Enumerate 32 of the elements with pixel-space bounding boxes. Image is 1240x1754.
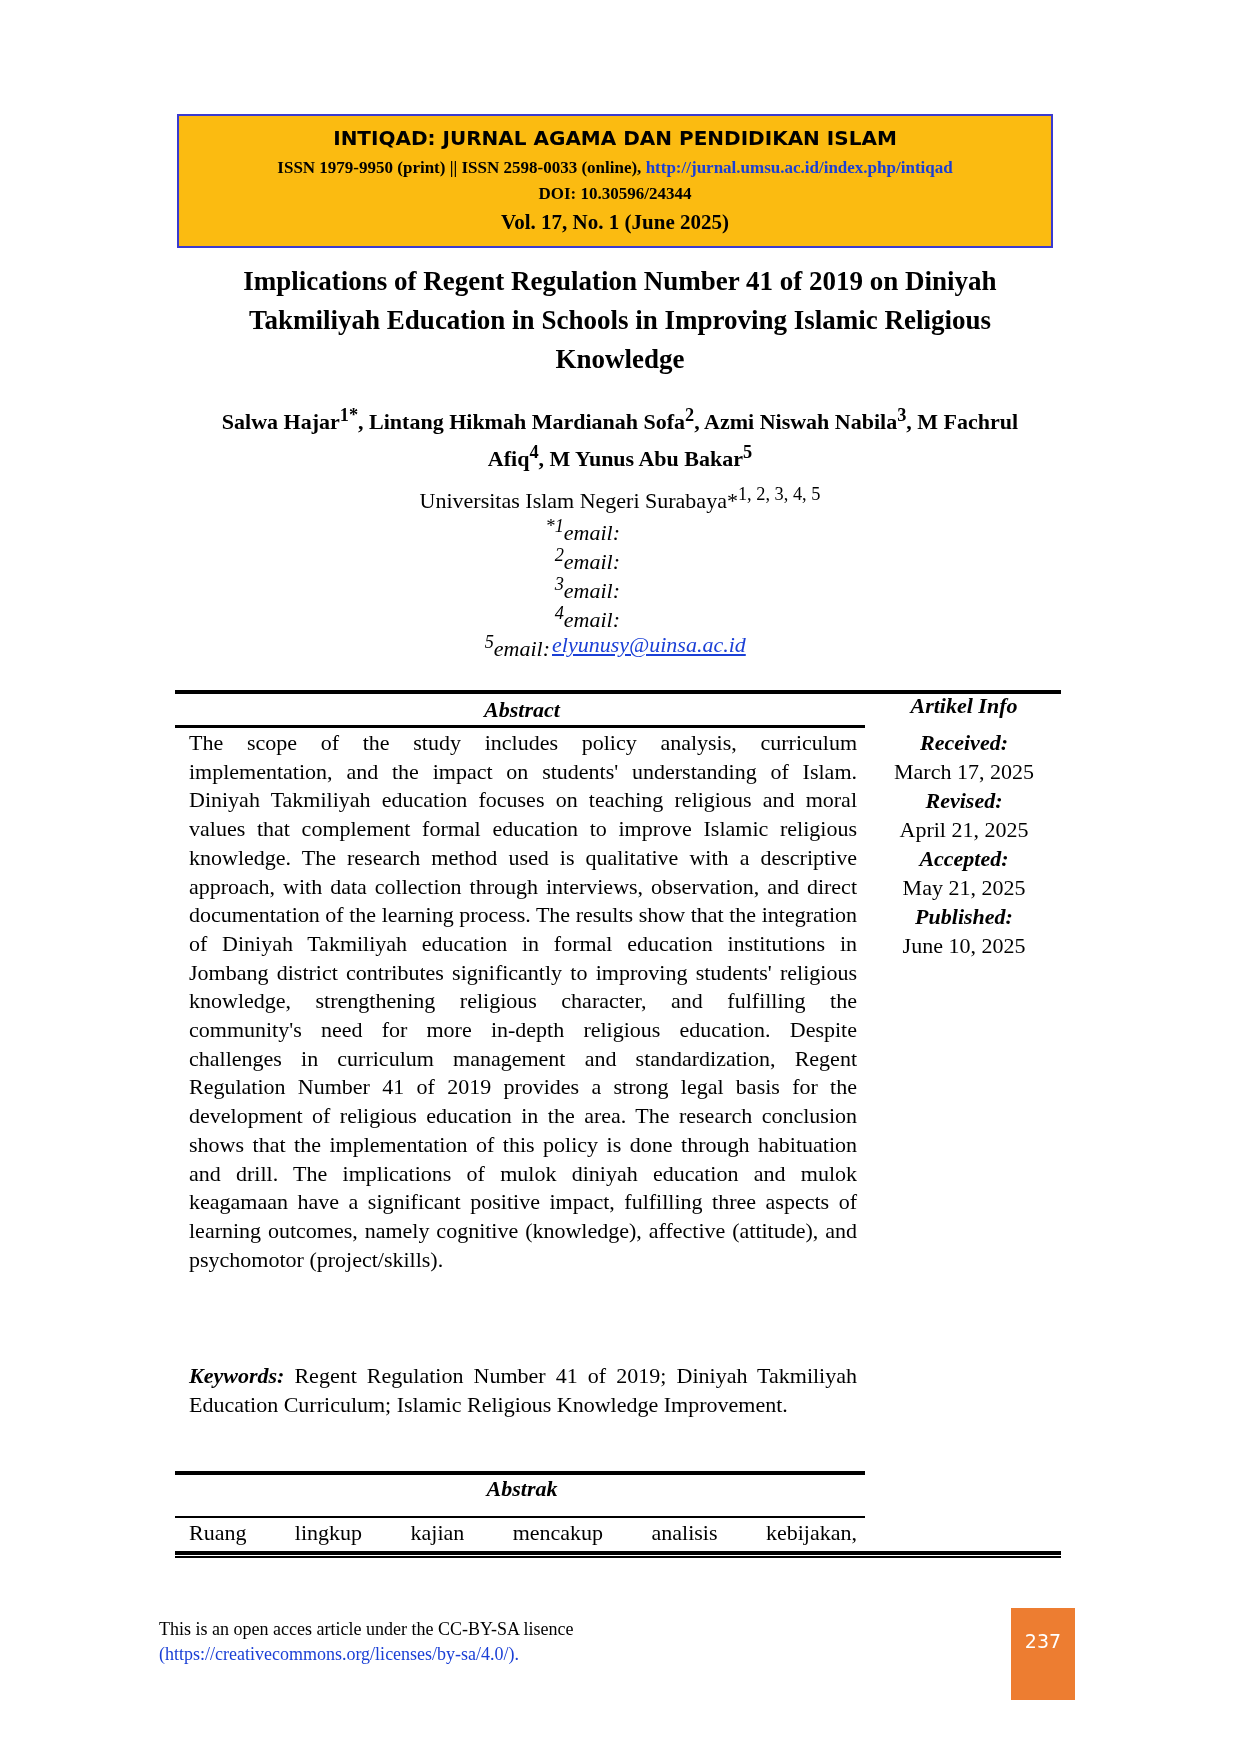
email-label: $^{5}$email: — [483, 632, 550, 663]
journal-header-box — [177, 114, 1053, 248]
article-title: Implications of Regent Regulation Number 41 of 2019 on Diniyah Takmiliyah Education in Schools in Improving Islamic Religious Knowledge — [242, 265, 998, 376]
issn-text: ISSN 1979-9950 (print) || ISSN 2598-0033 (online), — [277, 158, 643, 177]
journal-name: INTIQAD: JURNAL AGAMA DAN PENDIDIKAN ISLAM — [332, 126, 898, 150]
abstrak-text: Ruang lingkup kajian mencakup analisis kebijakan, — [189, 1520, 857, 1546]
doi-text: DOI: 10.30596/24344 — [537, 184, 693, 204]
email-label: $^{3}$email: — [553, 574, 620, 605]
section-heading: Artikel Info — [908, 693, 1019, 719]
email-label: $^{*1}$email: — [544, 516, 620, 547]
license-link: (https://creativecommons.org/licenses/by-sa/4.0/). — [159, 1644, 520, 1665]
section-heading: Abstract — [482, 697, 562, 723]
date-heading: Received: — [919, 730, 1009, 756]
date-text: June 10, 2025 — [901, 933, 1027, 959]
date-text: April 21, 2025 — [898, 817, 1030, 843]
date-text: March 17, 2025 — [893, 759, 1035, 785]
affiliation-text: Universitas Islam Negeri Surabaya*$^{1, 2, 3, 4, 5}$ — [418, 484, 822, 515]
author-names: Salwa Hajar$^{1*}$, Lintang Hikmah Mardianah Sofa$^{2}$, Azmi Niswah Nabila$^{3}$, M Fachrul Afiq$^{4}$, M Yunus Abu Bakar$^{5}$ — [220, 404, 1020, 474]
date-heading: Published: — [914, 904, 1014, 930]
date-heading: Accepted: — [917, 846, 1010, 872]
section-heading: Abstrak — [484, 1476, 559, 1502]
volume-text: Vol. 17, No. 1 (June 2025) — [500, 210, 730, 235]
email-label: $^{2}$email: — [553, 545, 620, 576]
license-note: This is an open acces article under the CC-BY-SA lisence — [159, 1619, 574, 1640]
email-link: elyunusy@uinsa.ac.id — [552, 632, 746, 658]
journal-url-link: http://jurnal.umsu.ac.id/index.php/intiqad — [645, 158, 953, 177]
date-text: May 21, 2025 — [901, 875, 1027, 901]
date-heading: Revised: — [924, 788, 1004, 814]
keywords-paragraph: Keywords: Regent Regulation Number 41 of 2019; Diniyah Takmiliyah Education Curriculum; Islamic Religious Knowledge Improvement. — [189, 1362, 857, 1419]
abstract-paragraph: The scope of the study includes policy analysis, curriculum implementation, and the impact on students' understanding of Islam. Diniyah Takmiliyah education focuses on teaching religious and moral values that complement formal education to improve Islamic religious knowledge. The research method used is qualitative with a descriptive approach, with data collection through interviews, observation, and direct documentation of the learning process. The results show that the integration of Diniyah Takmiliyah education in formal education institutions in Jombang district contributes significantly to improving students' religious knowledge, strengthening religious character, and fulfilling the community's need for more in-depth religious education. Despite challenges in curriculum management and standardization, Regent Regulation Number 41 of 2019 provides a strong legal basis for the development of religious education in the area. The research conclusion shows that the implementation of this policy is done through habituation and drill. The implications of mulok diniyah education and mulok keagamaan have a significant positive impact, fulfilling three aspects of learning outcomes, namely cognitive (knowledge), affective (attitude), and psychomotor (project/skills). — [189, 729, 857, 1274]
page-number-box: 237 — [1011, 1608, 1075, 1700]
email-label: $^{4}$email: — [553, 603, 620, 634]
